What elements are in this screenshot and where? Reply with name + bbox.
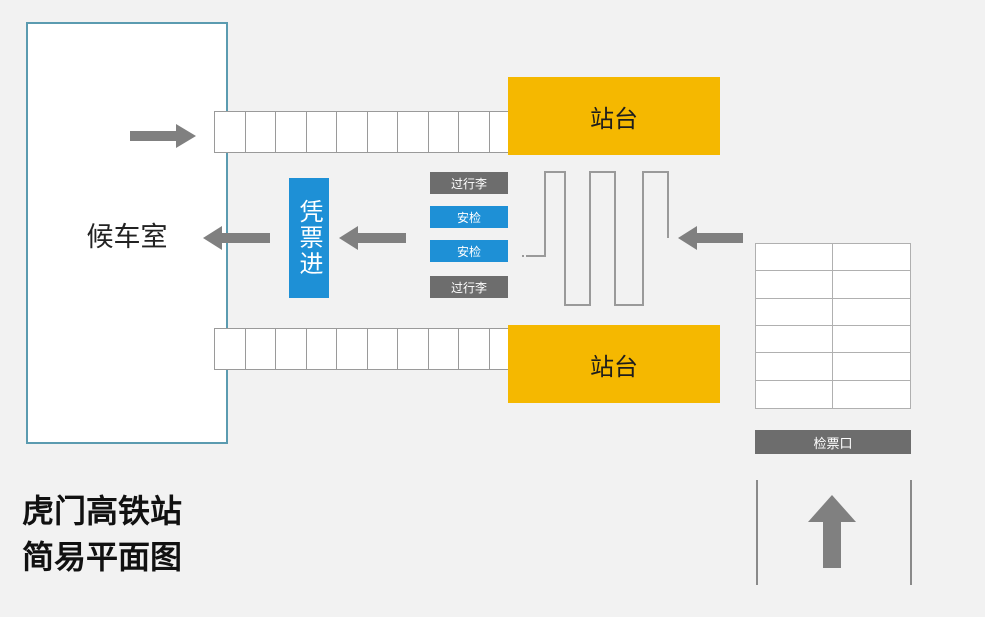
bottom-platform: 站台 <box>508 325 720 403</box>
arrow-left-icon <box>203 226 270 250</box>
ticket-entry-box: 凭票进 <box>289 178 329 298</box>
entrance-left-line <box>756 480 758 585</box>
baggage-check-top: 过行李 <box>430 172 508 194</box>
top-platform-lane <box>214 111 520 153</box>
baggage-check-bottom: 过行李 <box>430 276 508 298</box>
waiting-room-box <box>26 22 228 444</box>
ticket-gate-grid <box>755 243 911 409</box>
serpentine-queue <box>522 171 669 306</box>
arrow-up-icon <box>808 495 856 568</box>
bottom-platform-lane <box>214 328 520 370</box>
diagram-title: 虎门高铁站 简易平面图 <box>22 488 182 580</box>
arrow-left-icon <box>678 226 743 250</box>
arrow-right-icon <box>130 124 196 148</box>
security-check-1: 安检 <box>430 206 508 228</box>
waiting-room-label: 候车室 <box>86 222 168 253</box>
title-line-1: 虎门高铁站 <box>22 492 183 530</box>
top-platform: 站台 <box>508 77 720 155</box>
entrance-right-line <box>910 480 912 585</box>
title-line-2: 简易平面图 <box>22 538 183 576</box>
security-check-2: 安检 <box>430 240 508 262</box>
ticket-gate-label: 检票口 <box>755 430 911 454</box>
arrow-left-icon <box>339 226 406 250</box>
